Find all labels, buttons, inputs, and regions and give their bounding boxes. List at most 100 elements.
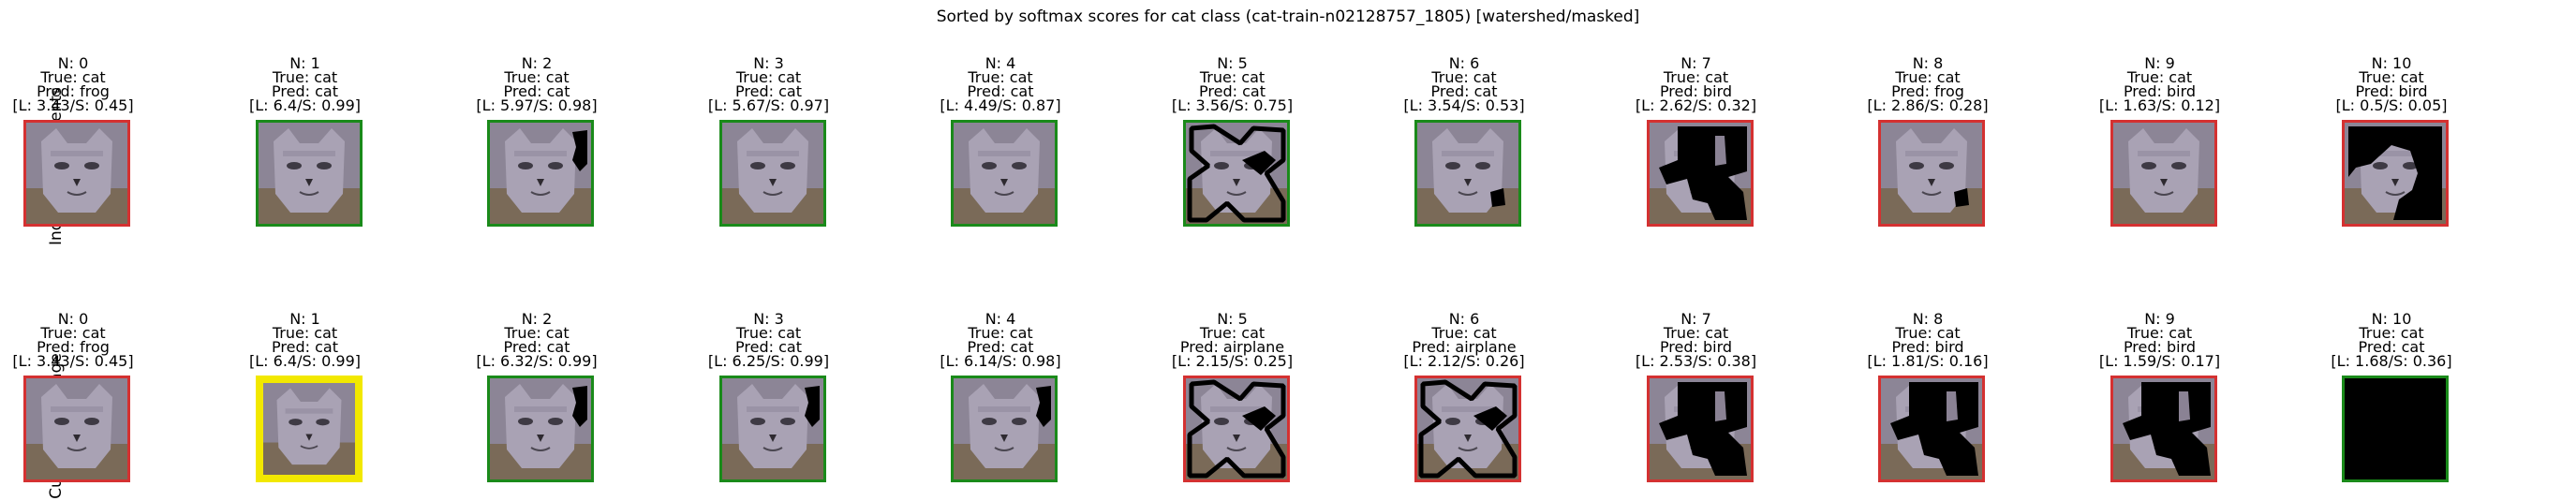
cell-label-pred: Pred: cat [503, 338, 570, 356]
cell-label-n: N: 0 [57, 310, 89, 328]
segment-thumbnail [23, 376, 130, 482]
cell-label-score: [L: 6.14/S: 0.98] [940, 352, 1061, 370]
cell-label-true: True: cat [40, 68, 106, 86]
cell-label-score: [L: 3.43/S: 0.45] [12, 96, 134, 114]
cell-label-true: True: cat [1663, 324, 1729, 342]
segment-thumbnail [23, 120, 130, 227]
cell-label-n: N: 2 [521, 310, 553, 328]
cell-label-n: N: 8 [1912, 310, 1944, 328]
cell-label-score: [L: 2.12/S: 0.26] [1403, 352, 1525, 370]
cell-label-true: True: cat [1199, 68, 1266, 86]
cell-label-score: [L: 2.62/S: 0.32] [1635, 96, 1757, 114]
cell-label-pred: Pred: cat [1199, 82, 1266, 100]
cell-label-n: N: 4 [985, 310, 1016, 328]
cell-label-n: N: 9 [2144, 310, 2175, 328]
cell-label-true: True: cat [968, 324, 1033, 342]
cell-label-true: True: cat [1895, 68, 1961, 86]
cell-label-n: N: 4 [985, 54, 1016, 72]
segment-thumbnail [2342, 120, 2449, 227]
cell-label-true: True: cat [735, 324, 802, 342]
cell-label-pred: Pred: bird [1891, 338, 1964, 356]
cell-label-score: [L: 1.63/S: 0.12] [2098, 96, 2221, 114]
cell-label-pred: Pred: frog [1891, 82, 1964, 100]
cell-label-score: [L: 6.32/S: 0.99] [476, 352, 598, 370]
cell-label-n: N: 8 [1912, 54, 1944, 72]
cell-label-pred: Pred: bird [1659, 82, 1733, 100]
cell-label-true: True: cat [1199, 324, 1266, 342]
cell-label-score: [L: 4.49/S: 0.87] [940, 96, 1061, 114]
cell-label-true: True: cat [2126, 68, 2193, 86]
cell-label-pred: Pred: bird [2123, 82, 2197, 100]
cell-label-true: True: cat [272, 68, 338, 86]
cell-label-score: [L: 3.56/S: 0.75] [1171, 96, 1294, 114]
segment-thumbnail [951, 120, 1058, 227]
cell-label-score: [L: 1.81/S: 0.16] [1867, 352, 1989, 370]
segment-thumbnail [1878, 120, 1985, 227]
cell-label-true: True: cat [735, 68, 802, 86]
cell-label-n: N: 7 [1680, 310, 1711, 328]
cell-label-true: True: cat [1431, 324, 1497, 342]
segment-thumbnail [487, 120, 594, 227]
segment-thumbnail [1414, 376, 1521, 482]
cell-label-pred: Pred: cat [272, 82, 338, 100]
segment-thumbnail [1878, 376, 1985, 482]
cell-label-score: [L: 2.53/S: 0.38] [1635, 352, 1757, 370]
segment-thumbnail [255, 120, 363, 227]
segment-thumbnail [255, 376, 363, 482]
cell-label-pred: Pred: bird [2355, 82, 2428, 100]
cell-label-n: N: 0 [57, 54, 89, 72]
segment-thumbnail [1182, 376, 1290, 482]
cell-label-true: True: cat [272, 324, 338, 342]
cell-label-score: [L: 5.67/S: 0.97] [707, 96, 830, 114]
segment-thumbnail [1646, 376, 1754, 482]
segment-thumbnail [1414, 120, 1521, 227]
cell-label-pred: Pred: cat [1430, 82, 1498, 100]
cell-label-n: N: 5 [1217, 310, 1248, 328]
cell-label-n: N: 5 [1217, 54, 1248, 72]
cell-label-score: [L: 3.43/S: 0.45] [12, 352, 134, 370]
cell-label-true: True: cat [1663, 68, 1729, 86]
cell-label-pred: Pred: airplane [1179, 338, 1285, 356]
cell-label-n: N: 1 [289, 310, 320, 328]
cell-label-true: True: cat [2359, 324, 2424, 342]
cell-label-true: True: cat [504, 68, 570, 86]
cell-label-true: True: cat [2126, 324, 2193, 342]
cell-label-pred: Pred: cat [735, 82, 802, 100]
cell-label-true: True: cat [40, 324, 106, 342]
segment-thumbnail [2110, 376, 2217, 482]
cell-label-n: N: 9 [2144, 54, 2175, 72]
cell-label-true: True: cat [504, 324, 570, 342]
cell-label-pred: Pred: airplane [1412, 338, 1517, 356]
cell-label-n: N: 2 [521, 54, 553, 72]
cell-label-pred: Pred: cat [735, 338, 802, 356]
cell-label-n: N: 6 [1448, 310, 1480, 328]
cell-label-score: [L: 1.59/S: 0.17] [2098, 352, 2221, 370]
cell-label-score: [L: 2.86/S: 0.28] [1867, 96, 1989, 114]
cell-label-pred: Pred: cat [967, 338, 1034, 356]
cell-label-true: True: cat [2359, 68, 2424, 86]
segment-thumbnail [951, 376, 1058, 482]
cell-label-pred: Pred: cat [272, 338, 338, 356]
segment-thumbnail [2342, 376, 2449, 482]
segment-thumbnail [2110, 120, 2217, 227]
cell-label-score: [L: 6.4/S: 0.99] [249, 96, 361, 114]
cell-label-pred: Pred: frog [37, 82, 110, 100]
segment-thumbnail [718, 376, 826, 482]
